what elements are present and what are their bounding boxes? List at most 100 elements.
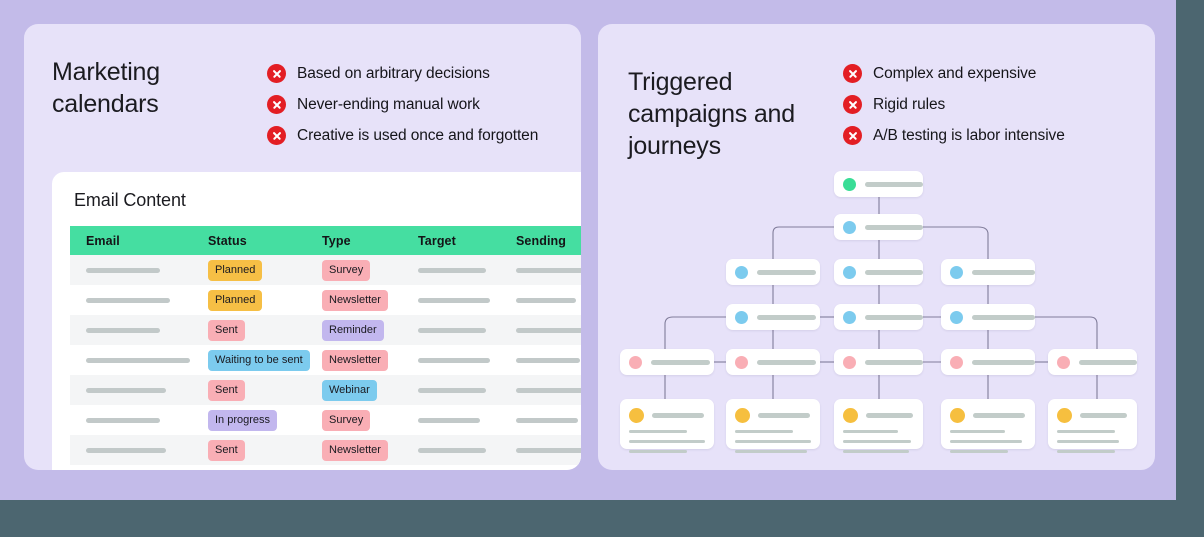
table-row[interactable]: Sent Newsletter [70,435,581,465]
type-badge: Survey [322,259,371,281]
flow-node[interactable] [726,259,820,285]
node-status-dot [950,265,963,279]
flow-leaf-card[interactable] [1048,399,1137,453]
placeholder-bar [86,297,170,303]
node-label-bar [866,413,913,418]
node-status-dot [950,310,963,324]
node-label-bar [972,269,1035,275]
flow-connectors [664,197,1098,399]
cell-status: Planned [208,289,322,311]
flow-node[interactable] [834,259,923,285]
node-status-dot [843,310,856,324]
leaf-text-line [843,430,898,433]
x-circle-icon [267,64,286,83]
placeholder-bar [516,417,578,423]
x-circle-icon [267,95,286,114]
list-item-label: Creative is used once and forgotten [297,126,539,144]
list-item-label: Based on arbitrary decisions [297,64,490,82]
node-label-bar [865,269,923,275]
column-header-email: Email [86,233,120,248]
flow-node[interactable] [1048,349,1137,375]
cell-sending [516,267,581,273]
node-status-dot [843,265,856,279]
placeholder-bar [86,447,166,453]
flow-leaf-card[interactable] [620,399,714,453]
flow-node[interactable] [620,349,714,375]
type-badge: Newsletter [322,439,388,461]
node-label-bar [972,359,1035,365]
node-status-dot [1057,408,1072,423]
flow-leaf-card[interactable] [726,399,820,453]
x-circle-icon [843,126,862,145]
node-label-bar [1080,413,1127,418]
type-badge: Newsletter [322,349,388,371]
cell-target [418,357,516,363]
flow-node[interactable] [941,349,1035,375]
list-item: Creative is used once and forgotten [267,120,538,151]
node-status-dot [843,408,858,423]
table-row[interactable]: In progress Survey [70,405,581,435]
cell-email [70,417,208,423]
placeholder-bar [418,447,486,453]
leaf-text-line [1057,450,1115,453]
leaf-header [843,408,913,423]
cell-type: Newsletter [322,289,418,311]
node-status-dot [950,355,963,369]
placeholder-bar [86,267,160,273]
status-badge: Waiting to be sent [208,349,310,371]
leaf-text-line [843,450,909,453]
node-label-bar [973,413,1025,418]
flow-node[interactable] [834,171,923,197]
table-row[interactable]: Waiting to be sent Newsletter [70,345,581,375]
node-status-dot [950,408,965,423]
node-label-bar [865,181,923,187]
status-badge: Sent [208,439,245,461]
cell-email [70,387,208,393]
flow-node[interactable] [834,304,923,330]
status-badge: In progress [208,409,278,431]
flow-node[interactable] [941,259,1035,285]
flow-node[interactable] [834,349,923,375]
leaf-text-line [735,430,793,433]
node-status-dot [843,177,856,191]
list-item-label: Complex and expensive [873,64,1037,82]
node-status-dot [735,408,750,423]
list-item-label: Rigid rules [873,95,946,113]
leaf-text-line [629,430,687,433]
cell-sending [516,417,581,423]
flow-leaf-card[interactable] [941,399,1035,453]
cell-type: Newsletter [322,439,418,461]
marketing-calendars-panel: Marketing calendars Based on arbitrary d… [24,24,581,470]
table-row[interactable]: Sent Reminder [70,315,581,345]
placeholder-bar [516,447,581,453]
cell-sending [516,387,581,393]
cell-status: Sent [208,439,322,461]
cell-type: Reminder [322,319,418,341]
leaf-text-line [1057,430,1115,433]
node-status-dot [735,265,748,279]
cell-status: Planned [208,259,322,281]
column-header-type: Type [322,233,351,248]
flow-node[interactable] [726,304,820,330]
x-circle-icon [267,126,286,145]
column-header-status: Status [208,233,247,248]
email-content-card: Email Content Email Status Type Target S… [52,172,581,470]
flow-node[interactable] [941,304,1035,330]
list-item-label: A/B testing is labor intensive [873,126,1065,144]
status-badge: Sent [208,319,245,341]
type-badge: Survey [322,409,371,431]
flow-leaf-card[interactable] [834,399,923,453]
cell-status: Waiting to be sent [208,349,322,371]
flow-node[interactable] [726,349,820,375]
flow-node[interactable] [834,214,923,240]
leaf-text-line [629,440,705,443]
placeholder-bar [516,357,580,363]
node-status-dot [843,355,856,369]
node-label-bar [757,359,816,365]
node-status-dot [629,408,644,423]
